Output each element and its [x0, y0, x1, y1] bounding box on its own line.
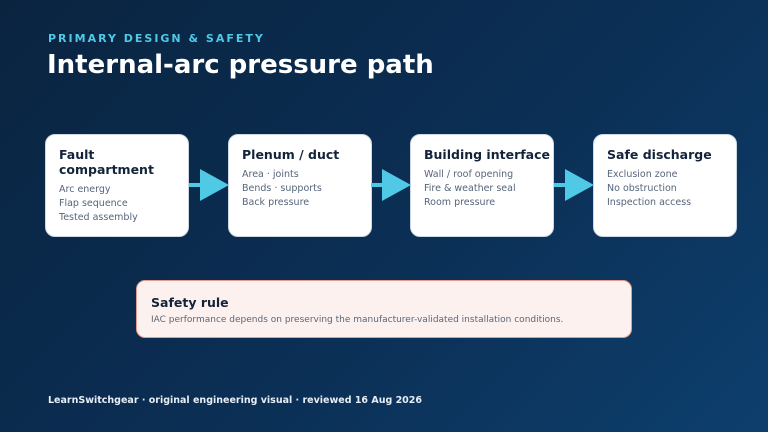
step-card-fault-compartment: Fault compartment Arc energy Flap sequen…	[45, 134, 189, 237]
step-detail: Tested assembly	[59, 212, 138, 223]
step-detail: Bends · supports	[242, 183, 322, 194]
step-detail: Flap sequence	[59, 198, 128, 209]
step-title: Fault compartment	[59, 147, 154, 177]
flow-arrow-icon	[189, 169, 229, 201]
step-detail: Inspection access	[607, 197, 692, 208]
flow-arrow-icon	[554, 169, 594, 201]
safety-rule-text: IAC performance depends on preserving th…	[151, 315, 564, 325]
step-card-safe-discharge: Safe discharge Exclusion zone No obstruc…	[593, 134, 737, 237]
step-detail: Exclusion zone	[607, 169, 678, 180]
step-detail: Back pressure	[242, 197, 310, 208]
step-card-plenum-duct: Plenum / duct Area · joints Bends · supp…	[228, 134, 372, 237]
step-title: Plenum / duct	[242, 147, 340, 162]
footer-credit: LearnSwitchgear · original engineering v…	[48, 395, 423, 406]
step-card-building-interface: Building interface Wall / roof opening F…	[410, 134, 554, 237]
step-detail: Room pressure	[424, 197, 496, 208]
step-detail: Arc energy	[59, 184, 111, 195]
step-detail: No obstruction	[607, 183, 677, 194]
step-detail: Fire & weather seal	[424, 183, 516, 194]
flow-arrow-icon	[371, 169, 411, 201]
safety-rule-title: Safety rule	[151, 295, 229, 310]
step-detail: Area · joints	[242, 169, 299, 180]
step-detail: Wall / roof opening	[424, 169, 514, 180]
step-title: Building interface	[424, 147, 550, 162]
step-title: Safe discharge	[607, 147, 712, 162]
section-kicker: PRIMARY DESIGN & SAFETY	[48, 32, 265, 45]
safety-rule-callout: Safety rule IAC performance depends on p…	[136, 280, 632, 338]
page-title: Internal-arc pressure path	[47, 50, 434, 80]
